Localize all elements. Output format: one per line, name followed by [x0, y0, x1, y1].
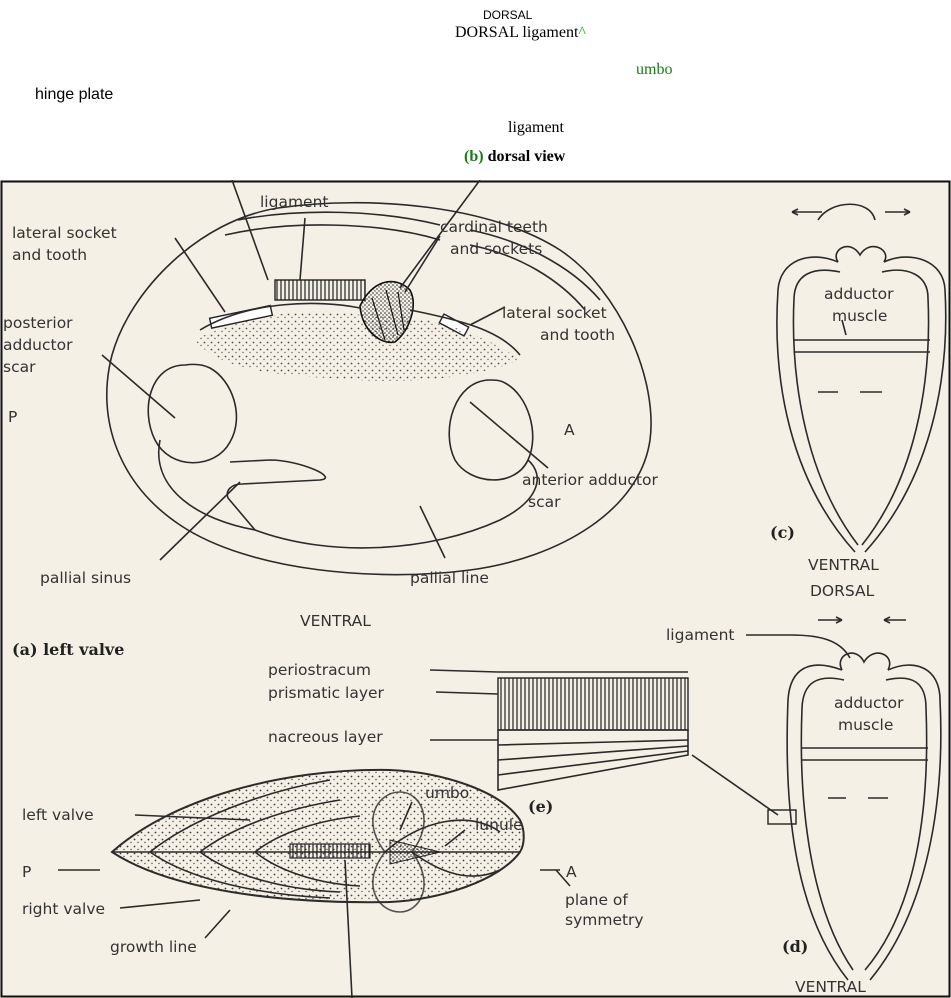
label-a-a: A	[564, 421, 575, 439]
label-cardinal-teeth: cardinal teeth	[440, 218, 548, 236]
label-lateral-socket-right-2: and tooth	[540, 326, 615, 344]
label-posterior-scar: scar	[3, 358, 36, 376]
label-p-a: P	[8, 408, 17, 426]
label-right-valve-b: right valve	[22, 900, 105, 918]
label-muscle-d: muscle	[838, 716, 893, 734]
label-posterior: posterior	[3, 314, 73, 332]
label-plane-of: plane of	[565, 891, 628, 909]
label-periostracum: periostracum	[268, 661, 371, 679]
caption-d: (d)	[782, 937, 808, 956]
header-caret: ^	[578, 24, 586, 41]
label-ligament-d: ligament	[666, 626, 735, 644]
label-lateral-socket-right: lateral socket	[502, 304, 607, 322]
left-valve-drawing: ligament lateral socket and tooth cardin…	[3, 180, 658, 659]
label-anterior-adductor: anterior adductor	[522, 471, 658, 489]
label-left-valve-b: left valve	[22, 806, 94, 824]
label-dorsal-d: DORSAL	[810, 582, 875, 600]
header-umbo: umbo	[636, 61, 672, 79]
label-lateral-socket-left: lateral socket	[12, 224, 117, 242]
header-dorsal-ligament: DORSAL ligament^	[455, 24, 586, 42]
label-umbo-b: umbo	[425, 784, 469, 802]
header-caption-text: dorsal view	[484, 148, 566, 165]
label-adductor-c: adductor	[824, 285, 894, 303]
caption-e: (e)	[528, 797, 553, 816]
label-p-b: P	[22, 863, 31, 881]
bivalve-shell-figure: ligament lateral socket and tooth cardin…	[0, 180, 951, 998]
open-shell-drawing: adductor muscle (c) VENTRAL	[770, 204, 946, 574]
label-pallial-sinus: pallial sinus	[40, 569, 131, 587]
label-nacreous-layer: nacreous layer	[268, 728, 383, 746]
header-hinge-plate: hinge plate	[35, 86, 113, 104]
figure-svg: ligament lateral socket and tooth cardin…	[0, 180, 951, 998]
header-dorsal-ligament-text: DORSAL ligament	[455, 24, 578, 41]
label-ventral-d: VENTRAL	[795, 978, 866, 996]
label-symmetry: symmetry	[565, 911, 644, 929]
label-pallial-line: pallial line	[410, 569, 489, 587]
label-anterior-scar: scar	[528, 493, 561, 511]
label-ventral-a: VENTRAL	[300, 612, 371, 630]
label-a-b: A	[566, 863, 577, 881]
header-dorsal: DORSAL	[483, 8, 532, 22]
closed-shell-drawing: DORSAL ligament adductor muscle (d) VENT…	[666, 582, 941, 996]
caption-c: (c)	[770, 523, 795, 542]
label-ventral-c: VENTRAL	[808, 556, 879, 574]
label-cardinal-sockets: and sockets	[450, 240, 542, 258]
label-muscle-c: muscle	[832, 307, 887, 325]
header-caption: (b) dorsal view	[464, 148, 565, 166]
label-posterior-adductor: adductor	[3, 336, 73, 354]
label-prismatic-layer: prismatic layer	[268, 684, 385, 702]
label-growth-line: growth line	[110, 938, 197, 956]
header-ligament: ligament	[508, 119, 564, 137]
caption-left-valve: (a) left valve	[12, 640, 124, 659]
label-ligament-a: ligament	[260, 193, 329, 211]
label-adductor-d: adductor	[834, 694, 904, 712]
label-lunule: lunule	[475, 816, 523, 834]
header-caption-letter: (b)	[464, 148, 484, 165]
label-lateral-socket-left-2: and tooth	[12, 246, 87, 264]
